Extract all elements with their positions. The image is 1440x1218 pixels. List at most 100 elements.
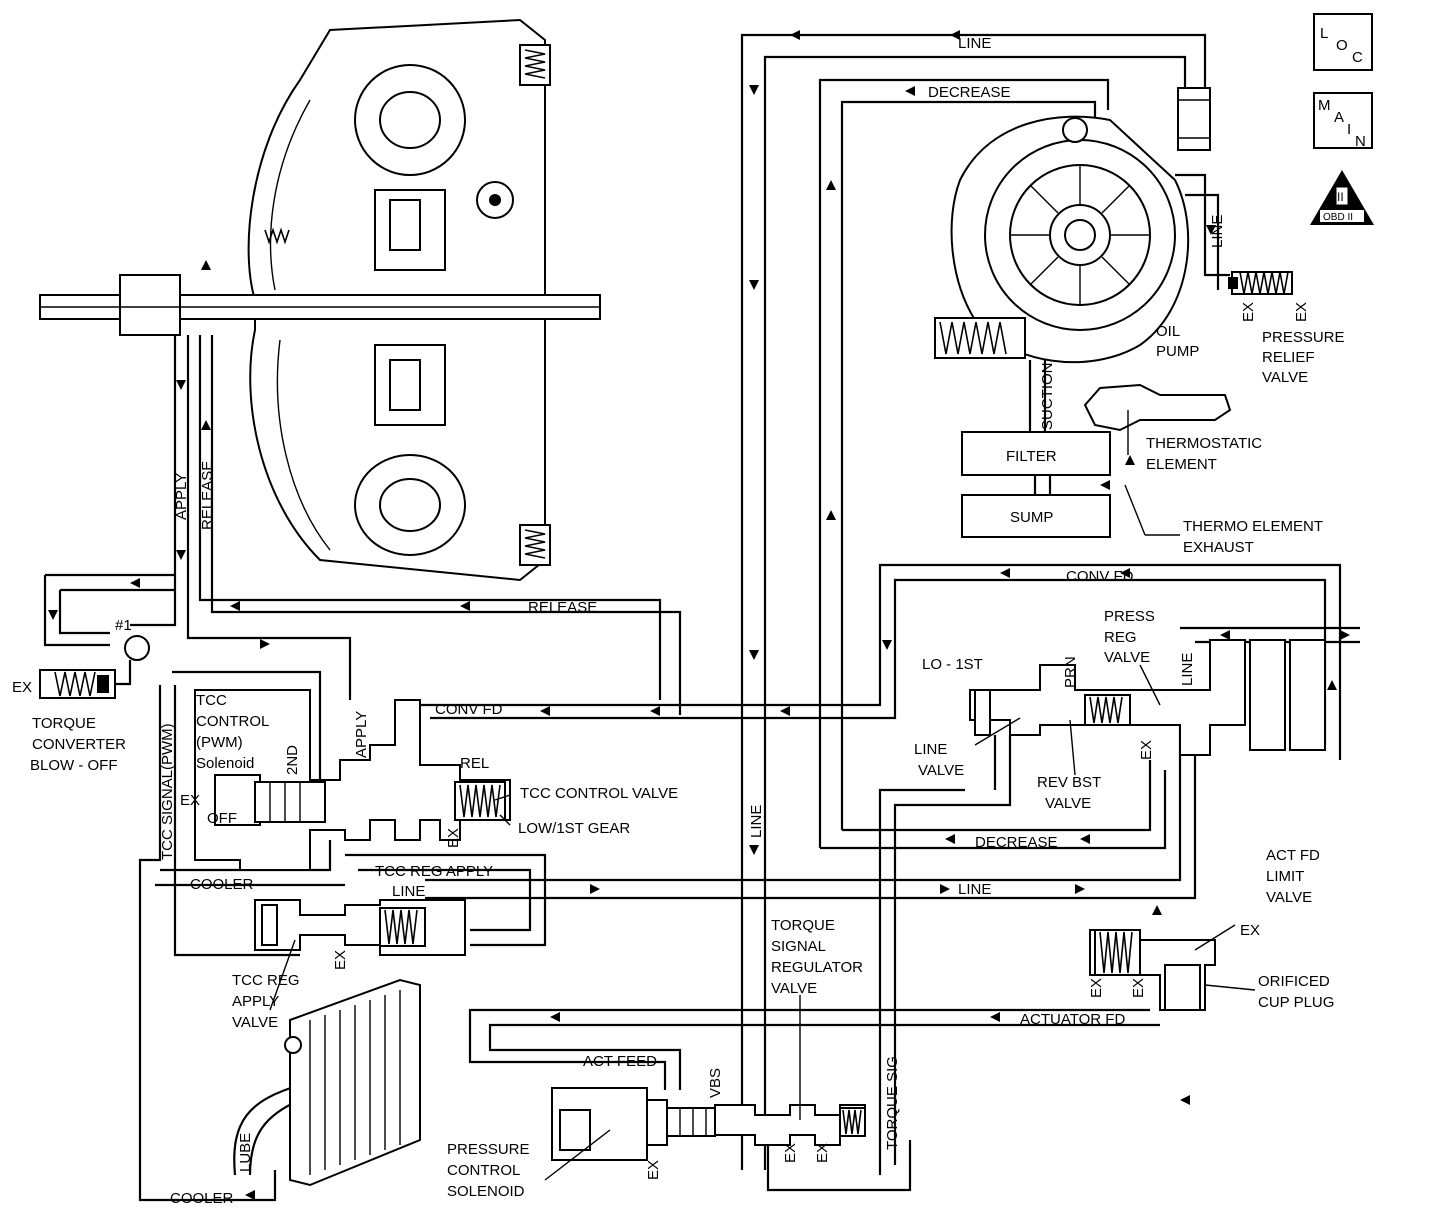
prn-label: PRN	[1062, 656, 1079, 688]
ex-act-middle-label: EX	[1130, 978, 1147, 998]
thermostatic-element	[1083, 383, 1232, 432]
thermo-exhaust-label: EXHAUST	[1183, 539, 1254, 556]
text-labels: LINE DECREASE LINE EX EX PRESSURE RELIEF…	[12, 35, 1345, 1207]
torque-signal-regulator-label: TORQUE	[771, 917, 835, 934]
orificed-cup-plug-label: CUP PLUG	[1258, 994, 1334, 1011]
main-badge-letter: N	[1355, 133, 1366, 150]
ex-blowoff-label: EX	[12, 679, 32, 696]
flow-arrows	[48, 30, 1350, 1200]
tcc-control-solenoid-label: (PWM)	[196, 734, 243, 751]
loc-badge-letter: O	[1336, 37, 1348, 54]
lube-label: LUBE	[237, 1133, 254, 1172]
line-valve-label: LINE	[914, 741, 947, 758]
line-press-reg-label: LINE	[1179, 653, 1196, 686]
line-vertical-center-label: LINE	[748, 805, 765, 838]
main-badge-letter: I	[1347, 121, 1351, 138]
torque-converter-blowoff-label: CONVERTER	[32, 736, 126, 753]
tcc-control-solenoid-label: CONTROL	[196, 713, 269, 730]
line-bottom-label: LINE	[958, 881, 991, 898]
oil-pump-label: OIL	[1156, 323, 1180, 340]
act-fd-limit-valve-label: LIMIT	[1266, 868, 1304, 885]
vbs-label: VBS	[707, 1068, 724, 1098]
torque-signal-regulator-label: SIGNAL	[771, 938, 826, 955]
line-valve-label: VALVE	[918, 762, 964, 779]
leader-lines	[269, 410, 1256, 1181]
pressure-control-solenoid-label: SOLENOID	[447, 1183, 525, 1200]
act-fd-limit-valve-label: VALVE	[1266, 889, 1312, 906]
tcc-reg-apply-valve	[254, 899, 466, 956]
torque-sig-label: TORQUE SIG	[884, 1056, 901, 1150]
pressure-relief-label: VALVE	[1262, 369, 1308, 386]
check-ball-1	[124, 635, 150, 661]
thermo-exhaust-label: THERMO ELEMENT	[1183, 518, 1323, 535]
line-top-label: LINE	[958, 35, 991, 52]
tcc-reg-apply-label: TCC REG APPLY	[375, 863, 493, 880]
ex-low-label: EX	[445, 828, 462, 848]
torque-converter	[39, 18, 601, 582]
press-reg-valve-label: REG	[1104, 629, 1137, 646]
check-ball-label: #1	[115, 617, 132, 634]
tcc-reg-apply-valve-label: VALVE	[232, 1014, 278, 1031]
thermostatic-label: ELEMENT	[1146, 456, 1217, 473]
tcc-control-valve-label: TCC CONTROL VALVE	[520, 785, 678, 802]
pressure-control-solenoid-label: PRESSURE	[447, 1141, 530, 1158]
rev-bst-valve-label: VALVE	[1045, 795, 1091, 812]
torque-converter-blowoff-label: BLOW - OFF	[30, 757, 118, 774]
release-vertical-label: RELEASE	[199, 461, 216, 530]
pressure-relief-label: RELIEF	[1262, 349, 1315, 366]
conv-fd-left-label: CONV FD	[435, 701, 503, 718]
obd-numeral: II	[1337, 190, 1344, 204]
apply-label: APPLY	[173, 473, 190, 520]
decrease-bottom-label: DECREASE	[975, 834, 1058, 851]
pressure-control-solenoid-label: CONTROL	[447, 1162, 520, 1179]
release-horizontal-label: RELEASE	[528, 599, 597, 616]
main-badge[interactable]: M A I N	[1313, 92, 1373, 150]
pressure-relief-valve	[1228, 271, 1293, 295]
tcc-reg-apply-valve-label: TCC REG	[232, 972, 300, 989]
second-gear-label: 2ND	[284, 745, 301, 775]
tcc-signal-label: TCC SIGNAL(PWM)	[159, 723, 176, 860]
ex-pcs-label: EX	[645, 1160, 662, 1180]
torque-converter-blowoff-valve	[39, 660, 132, 699]
ex-relief-left-label: EX	[1240, 302, 1257, 322]
lo-1st-label: LO - 1ST	[922, 656, 983, 673]
filter-sump	[961, 431, 1111, 538]
press-reg-valve-label: PRESS	[1104, 608, 1155, 625]
oil-pump	[934, 87, 1211, 364]
thermostatic-label: THERMOSTATIC	[1146, 435, 1262, 452]
obd-ii-badge[interactable]: II OBD II	[1310, 170, 1374, 225]
loc-badge-letter: C	[1352, 49, 1363, 66]
ex-tcc-label: EX	[180, 792, 200, 809]
low-1st-gear-label: LOW/1ST GEAR	[518, 820, 630, 837]
line-right-vertical-label: LINE	[1209, 215, 1226, 248]
ex-press-reg-label: EX	[1138, 740, 1155, 760]
line-center-label: LINE	[392, 883, 425, 900]
ex-act-left-label: EX	[1088, 978, 1105, 998]
obd-badge-label: OBD II	[1323, 212, 1353, 223]
rev-bst-valve-label: REV BST	[1037, 774, 1101, 791]
tcc-reg-apply-valve-label: APPLY	[232, 993, 279, 1010]
tcc-control-valve-body	[194, 689, 511, 871]
torque-converter-blowoff-label: TORQUE	[32, 715, 96, 732]
torque-signal-regulator-label: VALVE	[771, 980, 817, 997]
rel-label: REL	[460, 755, 489, 772]
act-fd-limit-valve	[1089, 929, 1216, 1011]
tcc-control-solenoid-label: TCC	[196, 692, 227, 709]
suction-label: SUCTION	[1039, 363, 1056, 431]
main-badge-letter: M	[1318, 97, 1331, 114]
pressure-relief-label: PRESSURE	[1262, 329, 1345, 346]
torque-signal-regulator-valve	[714, 1104, 866, 1146]
cooler-top-label: COOLER	[190, 876, 254, 893]
off-label: OFF	[207, 810, 237, 827]
filter-box	[961, 431, 1111, 476]
apply-small-label: APPLY	[353, 711, 370, 758]
ex-relief-right-label: EX	[1293, 302, 1310, 322]
cooler	[284, 978, 421, 1187]
ex-tcc-reg-label: EX	[332, 950, 349, 970]
conv-fd-right-label: CONV FD	[1066, 568, 1134, 585]
tcc-control-solenoid-label: Solenoid	[196, 755, 254, 772]
loc-badge[interactable]: L O C	[1313, 13, 1373, 71]
pressure-control-solenoid	[551, 1087, 716, 1161]
pressure-regulator-valve-body	[965, 639, 1326, 807]
